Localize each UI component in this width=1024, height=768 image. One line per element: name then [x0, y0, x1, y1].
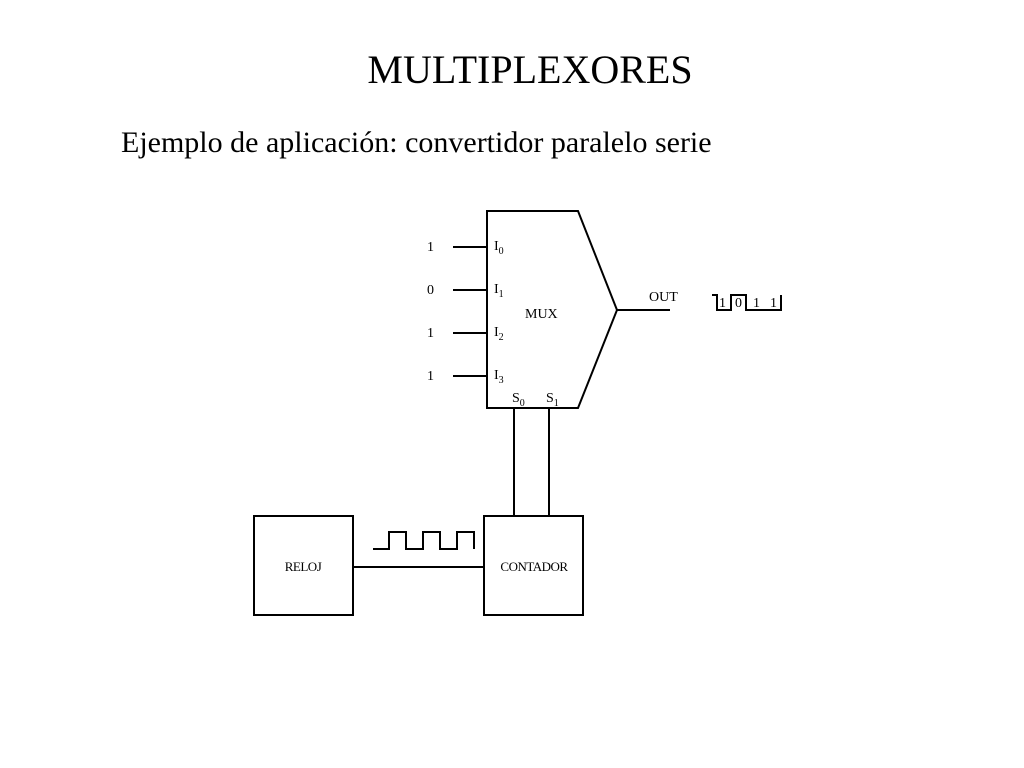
output-bit-2: 1 [753, 296, 760, 311]
input-value-0: 1 [427, 240, 434, 255]
clock-label: RELOJ [285, 559, 322, 574]
mux-label: MUX [525, 307, 558, 322]
output-bit-3: 1 [770, 296, 777, 311]
counter-block [483, 515, 584, 616]
input-label-1: I1 [494, 282, 504, 300]
output-waveform [712, 294, 782, 311]
page-subtitle: Ejemplo de aplicación: convertidor paral… [121, 126, 712, 159]
select-label-0: S0 [512, 391, 525, 409]
input-value-2: 1 [427, 326, 434, 341]
clock-waveform [373, 531, 475, 550]
page-title: MULTIPLEXORES [367, 47, 693, 92]
input-value-1: 0 [427, 283, 434, 298]
counter-label: CONTADOR [500, 559, 568, 574]
select-label-1: S1 [546, 391, 559, 409]
output-bit-1: 0 [735, 296, 742, 311]
input-label-2: I2 [494, 325, 504, 343]
output-bit-0: 1 [719, 296, 726, 311]
input-label-3: I3 [494, 368, 504, 386]
output-label: OUT [649, 290, 678, 305]
input-value-3: 1 [427, 369, 434, 384]
clock-block [253, 515, 354, 616]
input-label-0: I0 [494, 239, 504, 257]
